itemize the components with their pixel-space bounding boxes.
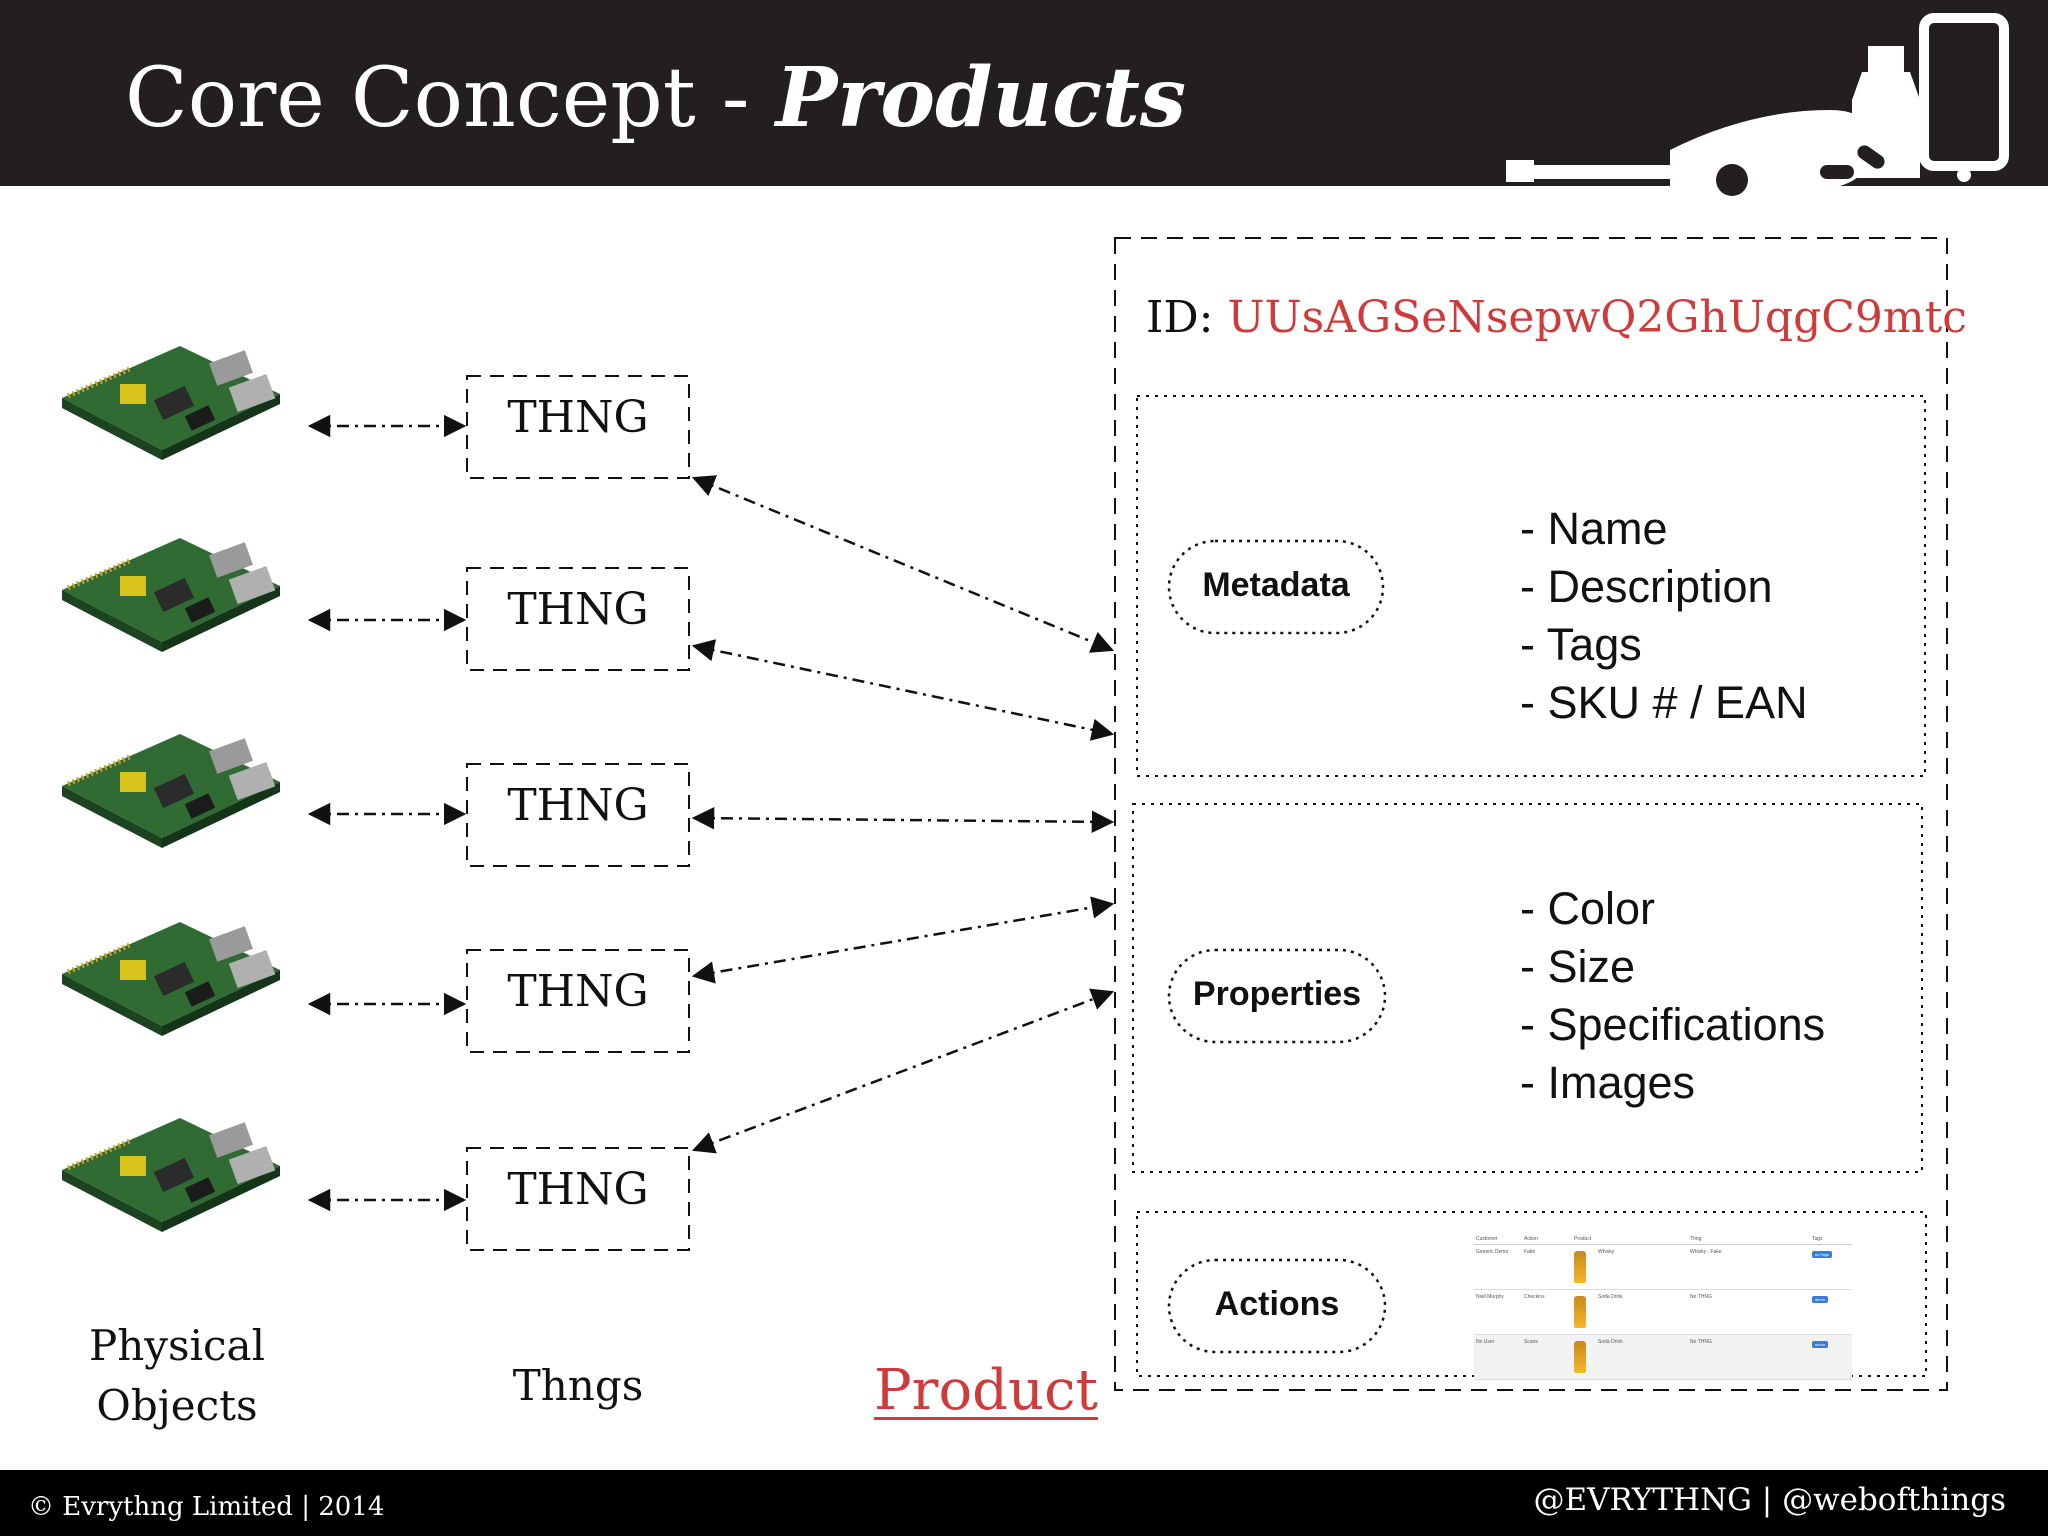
product-silhouettes-icon: [1506, 13, 2009, 196]
thng-label-5: THNG: [507, 1164, 649, 1215]
metadata-list: - Name - Description - Tags - SKU # / EA…: [1520, 500, 1808, 732]
board-image-5: [62, 1118, 280, 1232]
cell-product: Whisky: [1598, 1249, 1615, 1255]
id-value: UUsAGSeNsepwQ2GhUqgC9mtc: [1227, 292, 1967, 343]
social-handles: @EVRYTHNG | @webofthings: [1533, 1482, 2006, 1518]
table-row[interactable]: Niall Murphy Checkins Soda Drink No THNG…: [1474, 1290, 1852, 1335]
arrow-thng-product-2: [691, 639, 1115, 741]
thng-label-1: THNG: [507, 392, 649, 443]
page-title: Core Concept - Products: [125, 48, 1186, 149]
title-regular: Core Concept -: [125, 51, 776, 146]
cell-action: Fake: [1524, 1249, 1536, 1255]
cell-customer: No User: [1476, 1339, 1495, 1345]
cell-product: Soda Drink: [1598, 1339, 1623, 1345]
metadata-pill: [1167, 539, 1385, 635]
metadata-item: - Description: [1520, 561, 1773, 612]
col-tags: Tags: [1812, 1236, 1823, 1242]
table-row[interactable]: No User Scans Soda Drink No THNG demo: [1474, 1335, 1852, 1380]
cell-action: Checkins: [1524, 1294, 1545, 1300]
metadata-item: - SKU # / EAN: [1520, 677, 1808, 728]
thng-label-4: THNG: [507, 966, 649, 1017]
col-customer: Customer: [1476, 1236, 1498, 1242]
cell-thng: No THNG: [1690, 1339, 1712, 1345]
thng-label-3: THNG: [507, 780, 649, 831]
diagram-area: THNG THNG THNG THNG THNG Physical Object…: [0, 186, 2048, 1470]
cell-thng: No THNG: [1690, 1294, 1712, 1300]
cell-tag: demo: [1812, 1341, 1829, 1348]
physical-objects-label: Physical Objects: [88, 1321, 266, 1430]
header-bar: Core Concept - Products: [0, 0, 2048, 196]
properties-section: [1132, 803, 1923, 1173]
metadata-label: Metadata: [1202, 566, 1350, 604]
properties-item: - Images: [1520, 1057, 1696, 1108]
thngs-label: Thngs: [512, 1361, 644, 1410]
soda-can-icon: [1574, 1296, 1586, 1328]
properties-pill: [1167, 948, 1387, 1044]
arrow-thng-product-5: [691, 988, 1115, 1154]
cell-tag: no Tags: [1812, 1251, 1832, 1258]
col-product: Product: [1574, 1236, 1592, 1242]
properties-label: Properties: [1192, 975, 1362, 1013]
thng-label-2: THNG: [507, 584, 649, 635]
board-image-3: [62, 734, 280, 848]
metadata-item: - Name: [1520, 503, 1668, 554]
properties-list: - Color - Size - Specifications - Images: [1520, 880, 1825, 1112]
product-container: [1114, 237, 1948, 1391]
cell-customer: Niall Murphy: [1476, 1294, 1504, 1300]
col-thng: Thng: [1690, 1236, 1702, 1242]
product-label: Product: [874, 1358, 1098, 1423]
actions-label: Actions: [1214, 1285, 1340, 1323]
arrow-thng-product-4: [691, 896, 1115, 984]
actions-pill: [1167, 1258, 1387, 1354]
id-prefix: ID:: [1146, 292, 1228, 343]
diagram-lines: [0, 237, 1948, 1391]
whisky-bottle-icon: [1574, 1251, 1586, 1283]
cell-action: Scans: [1524, 1339, 1538, 1345]
arrow-thng-product-1: [691, 475, 1115, 653]
properties-item: - Color: [1520, 883, 1656, 934]
footer-bar: © Evrythng Limited | 2014 @EVRYTHNG | @w…: [0, 1470, 2048, 1536]
board-image-4: [62, 922, 280, 1036]
cell-tag: demo: [1812, 1296, 1829, 1303]
table-row[interactable]: Generic Demo Fake Whisky Whisky - Fake n…: [1474, 1245, 1852, 1290]
cell-customer: Generic Demo: [1476, 1249, 1509, 1255]
properties-item: - Size: [1520, 941, 1636, 992]
cell-thng: Whisky - Fake: [1690, 1249, 1722, 1255]
actions-table: Customer Action Product Thng Tags Generi…: [1474, 1232, 1852, 1382]
board-image-1: [62, 346, 280, 460]
actions-table-header: Customer Action Product Thng Tags: [1474, 1232, 1852, 1245]
metadata-item: - Tags: [1520, 619, 1642, 670]
title-bold: Products: [775, 50, 1187, 146]
board-image-2: [62, 538, 280, 652]
soda-can-icon: [1574, 1341, 1586, 1373]
copyright-text: © Evrythng Limited | 2014: [28, 1492, 385, 1522]
cell-product: Soda Drink: [1598, 1294, 1623, 1300]
product-id: ID: UUsAGSeNsepwQ2GhUqgC9mtc: [1146, 292, 1967, 343]
col-action: Action: [1524, 1236, 1538, 1242]
arrow-thng-product-3: [691, 806, 1115, 834]
properties-item: - Specifications: [1520, 999, 1826, 1050]
